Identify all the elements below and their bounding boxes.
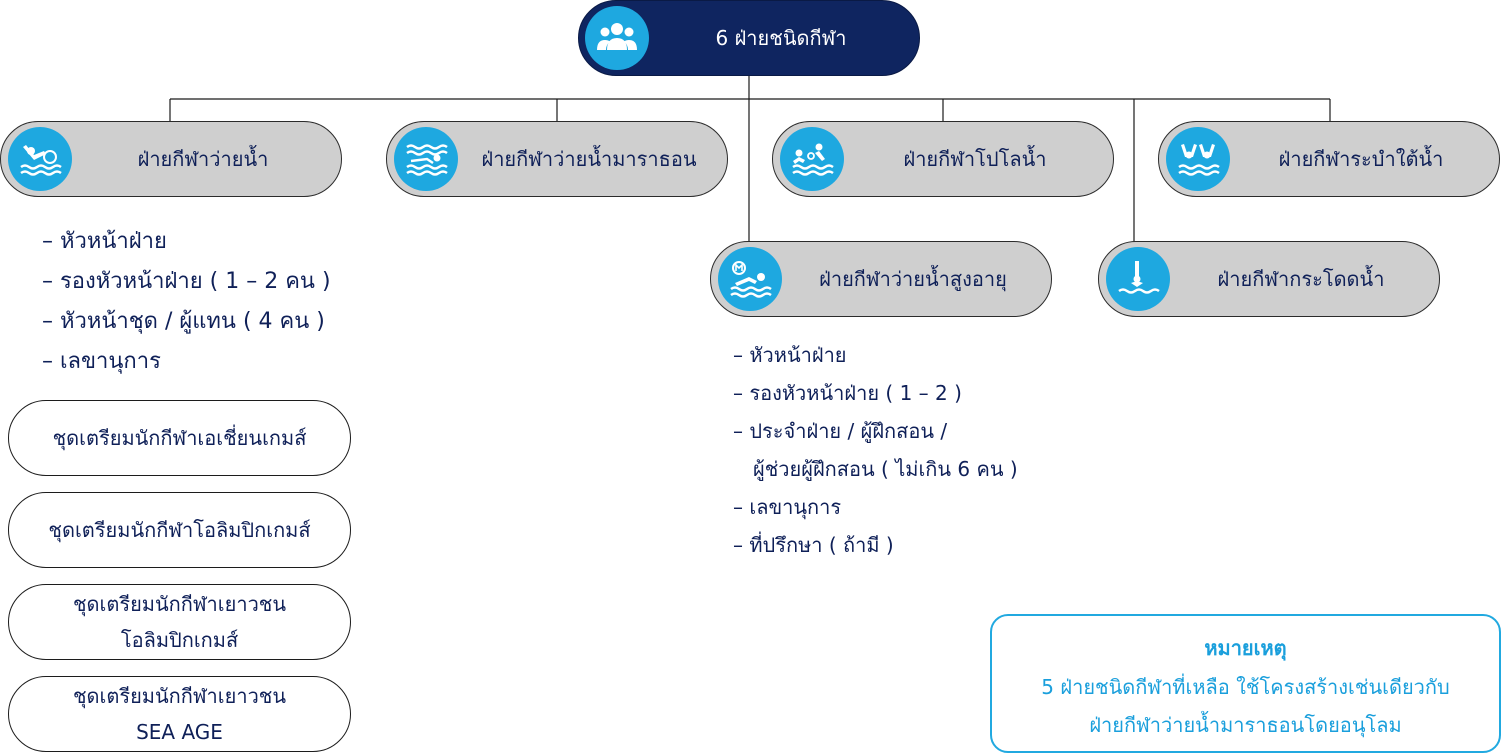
diving-icon bbox=[1106, 247, 1170, 311]
people-group-icon bbox=[585, 6, 649, 70]
note-title: หมายเหตุ bbox=[1204, 636, 1287, 660]
dept-node-water-polo: ฝ่ายกีฬาโปโลน้ำ bbox=[772, 121, 1114, 197]
list-item: – ประจำฝ่าย / ผู้ฝึกสอน / bbox=[733, 419, 948, 443]
list-item: – เลขานุการ bbox=[733, 495, 842, 519]
list-item: ผู้ช่วยผู้ฝึกสอน ( ไม่เกิน 6 คน ) bbox=[753, 457, 1018, 481]
team-box-youth-sea-age: ชุดเตรียมนักกีฬาเยาวชน SEA AGE bbox=[8, 676, 351, 752]
marathon-swimming-icon bbox=[394, 127, 458, 191]
water-polo-icon bbox=[780, 127, 844, 191]
dept-node-swimming: ฝ่ายกีฬาว่ายน้ำ bbox=[0, 121, 342, 197]
team-box-asian-games: ชุดเตรียมนักกีฬาเอเชี่ยนเกมส์ bbox=[8, 400, 351, 476]
dept-label: ฝ่ายกีฬาว่ายน้ำสูงอายุ bbox=[819, 267, 1007, 291]
dept-node-diving: ฝ่ายกีฬากระโดดน้ำ bbox=[1098, 241, 1440, 317]
root-node: 6 ฝ่ายชนิดกีฬา bbox=[578, 0, 920, 76]
masters-roles-list: – หัวหน้าฝ่าย – รองหัวหน้าฝ่าย ( 1 – 2 )… bbox=[733, 336, 1018, 564]
dept-node-marathon-swimming: ฝ่ายกีฬาว่ายน้ำมาราธอน bbox=[386, 121, 728, 197]
list-item: – รองหัวหน้าฝ่าย ( 1 – 2 ) bbox=[733, 381, 962, 405]
team-box-olympic-games: ชุดเตรียมนักกีฬาโอลิมปิกเกมส์ bbox=[8, 492, 351, 568]
dept-label: ฝ่ายกีฬาระบำใต้น้ำ bbox=[1278, 147, 1444, 171]
team-box-line: ชุดเตรียมนักกีฬาโอลิมปิกเกมส์ bbox=[48, 518, 311, 542]
team-box-line: โอลิมปิกเกมส์ bbox=[120, 628, 239, 652]
note-box: หมายเหตุ 5 ฝ่ายชนิดกีฬาที่เหลือ ใช้โครงส… bbox=[990, 614, 1501, 753]
dept-node-artistic-swimming: ฝ่ายกีฬาระบำใต้น้ำ bbox=[1158, 121, 1500, 197]
team-box-youth-olympic-games: ชุดเตรียมนักกีฬาเยาวชน โอลิมปิกเกมส์ bbox=[8, 584, 351, 660]
dept-label: ฝ่ายกีฬาโปโลน้ำ bbox=[903, 147, 1047, 171]
dept-label: ฝ่ายกีฬาว่ายน้ำ bbox=[137, 147, 269, 171]
masters-swimming-icon bbox=[718, 247, 782, 311]
note-line: ฝ่ายกีฬาว่ายน้ำมาราธอนโดยอนุโลม bbox=[1089, 713, 1402, 737]
list-item: – หัวหน้าฝ่าย bbox=[733, 343, 847, 367]
team-box-line: ชุดเตรียมนักกีฬาเยาวชน bbox=[72, 592, 287, 616]
root-label: 6 ฝ่ายชนิดกีฬา bbox=[715, 26, 847, 50]
swimming-roles-list: – หัวหน้าฝ่าย – รองหัวหน้าฝ่าย ( 1 – 2 ค… bbox=[42, 222, 331, 382]
list-item: – หัวหน้าชุด / ผู้แทน ( 4 คน ) bbox=[42, 309, 325, 334]
team-box-line: ชุดเตรียมนักกีฬาเอเชี่ยนเกมส์ bbox=[52, 426, 307, 450]
team-box-line: ชุดเตรียมนักกีฬาเยาวชน bbox=[72, 684, 287, 708]
note-line: 5 ฝ่ายชนิดกีฬาที่เหลือ ใช้โครงสร้างเช่นเ… bbox=[1041, 675, 1450, 699]
list-item: – รองหัวหน้าฝ่าย ( 1 – 2 คน ) bbox=[42, 269, 331, 294]
list-item: – หัวหน้าฝ่าย bbox=[42, 229, 167, 254]
dept-node-masters-swimming: ฝ่ายกีฬาว่ายน้ำสูงอายุ bbox=[710, 241, 1052, 317]
artistic-swimming-icon bbox=[1166, 127, 1230, 191]
dept-label: ฝ่ายกีฬากระโดดน้ำ bbox=[1217, 267, 1385, 291]
list-item: – ที่ปรึกษา ( ถ้ามี ) bbox=[733, 533, 894, 557]
list-item: – เลขานุการ bbox=[42, 349, 161, 374]
team-box-line: SEA AGE bbox=[136, 720, 223, 744]
water-polo-swimmer-icon bbox=[8, 127, 72, 191]
dept-label: ฝ่ายกีฬาว่ายน้ำมาราธอน bbox=[481, 147, 697, 171]
